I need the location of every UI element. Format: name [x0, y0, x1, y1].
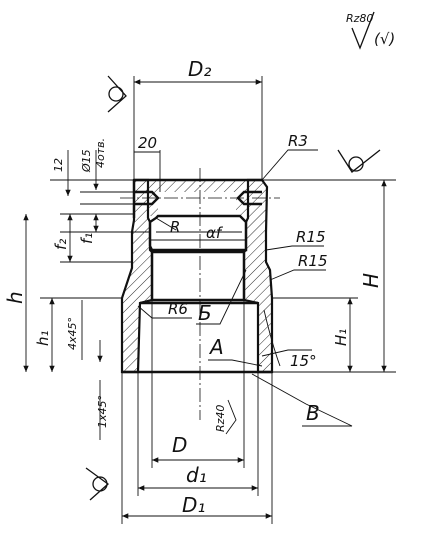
dim-D2: D₂ [133, 57, 263, 180]
label-h1: h₁ [34, 330, 52, 346]
label-f2: f₂ [52, 239, 70, 250]
label-20: 20 [138, 134, 157, 152]
label-chamfer-4x45: 4x45° [66, 317, 79, 350]
label-hole-dia: Ø15 [80, 149, 93, 173]
label-B-cyrillic: Б [198, 301, 212, 325]
roughness-right [337, 149, 381, 173]
right-wall-section [242, 178, 274, 374]
roughness-bottom [85, 467, 110, 501]
left-wall-section [120, 178, 154, 374]
lower-bore [122, 301, 272, 374]
inner-recess [148, 214, 248, 252]
roughness-check: (√) [374, 30, 395, 48]
middle-bore [150, 250, 246, 302]
label-V-cyrillic: В [306, 401, 320, 425]
label-R15-a: R15 [296, 228, 326, 246]
label-R3: R3 [288, 132, 308, 150]
label-A: A [208, 335, 224, 359]
top-bridge-center [158, 180, 236, 192]
label-R15-b: R15 [298, 252, 328, 270]
label-f1: f₁ [78, 233, 96, 244]
hole-left [134, 190, 160, 206]
label-h: h [3, 291, 27, 304]
roughness-value-top: Rz80 [346, 12, 373, 25]
label-H1: H₁ [332, 329, 350, 346]
label-af: αf [206, 224, 224, 242]
roughness-symbol-top: Rz80 (√) [346, 11, 395, 50]
label-holes-count: 4отв. [94, 138, 107, 168]
label-chamfer-1x45: 1x45° [96, 395, 109, 428]
dim-20: 20 [133, 134, 161, 192]
label-D1: D₁ [182, 493, 205, 517]
roughness-left [107, 75, 127, 113]
label-Rz40: Rz40 [214, 405, 227, 432]
label-d1: d₁ [186, 463, 207, 487]
label-12: 12 [52, 158, 65, 172]
label-R6: R6 [168, 300, 188, 318]
label-15deg: 15° [290, 352, 317, 370]
label-D: D [172, 433, 187, 457]
label-H: H [359, 273, 383, 288]
label-D2: D₂ [188, 57, 211, 81]
label-R: R [170, 218, 180, 236]
